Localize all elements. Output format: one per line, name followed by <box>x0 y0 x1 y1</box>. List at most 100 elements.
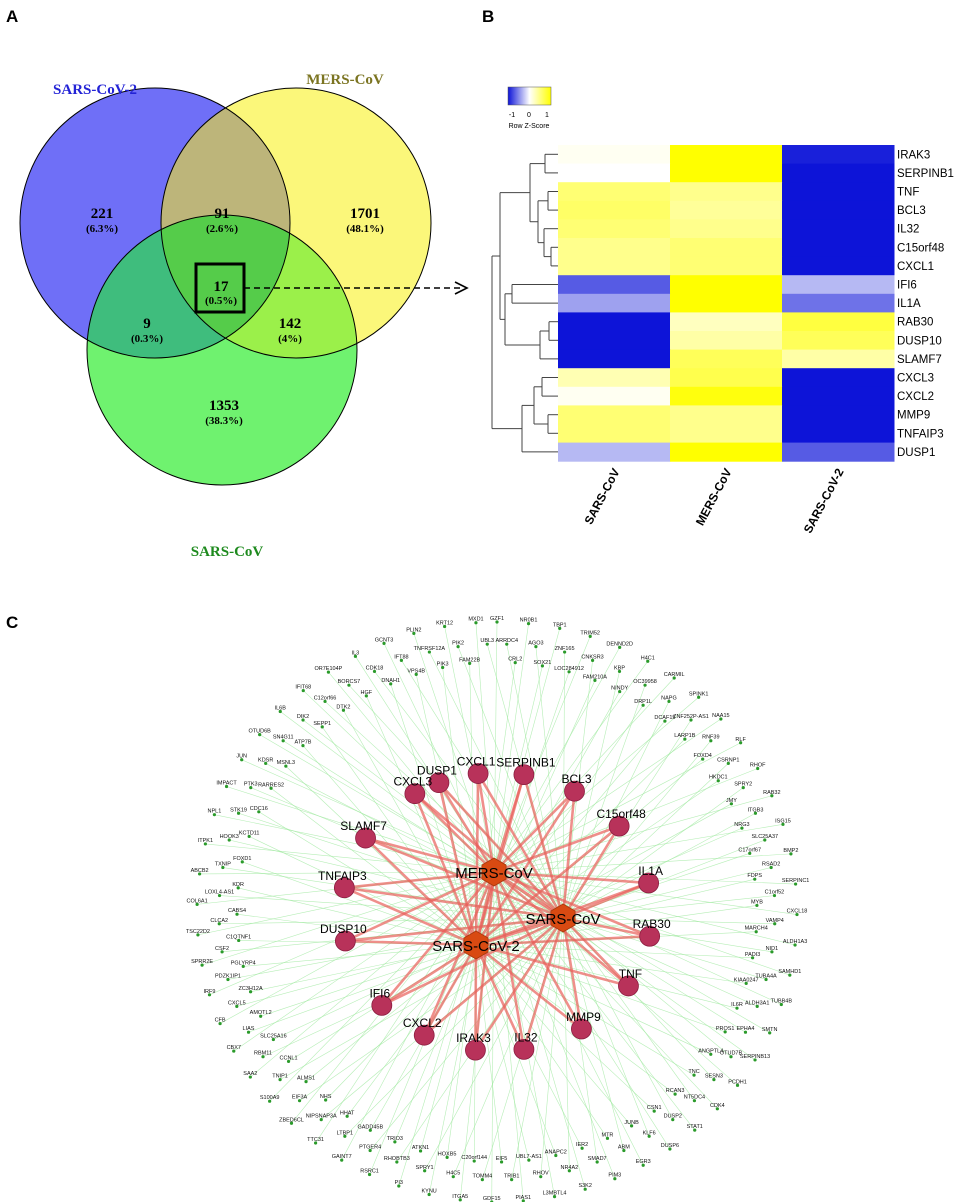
peripheral-edge <box>475 622 495 873</box>
peripheral-gene-node <box>207 993 212 997</box>
peripheral-gene-node <box>719 717 723 721</box>
zscore-title: Row Z-Score <box>509 123 550 130</box>
peripheral-gene-node <box>248 990 253 994</box>
peripheral-gene-node <box>788 973 792 977</box>
peripheral-gene-node <box>753 1058 757 1062</box>
peripheral-gene-node <box>248 1075 252 1079</box>
heatmap-cell <box>782 368 895 388</box>
peripheral-gene-label: CSRNP1 <box>717 757 739 763</box>
peripheral-gene-label: H4C1 <box>641 655 655 661</box>
core-edge <box>562 916 650 938</box>
peripheral-gene-node <box>232 1049 236 1053</box>
peripheral-gene-node <box>441 665 445 670</box>
peripheral-edge <box>241 759 495 873</box>
peripheral-gene-node <box>499 1160 504 1164</box>
heatmap-row-label: SLAMF7 <box>897 354 942 366</box>
peripheral-gene-node <box>672 676 676 680</box>
heatmap-cell <box>670 182 783 202</box>
peripheral-edge <box>420 944 477 1152</box>
heatmap-cell <box>782 293 895 313</box>
peripheral-gene-node <box>241 964 245 969</box>
peripheral-gene-label: SPRY2 <box>734 782 752 788</box>
peripheral-gene-label: TUBB4B <box>771 999 793 1005</box>
peripheral-gene-label: FDPS <box>747 873 762 879</box>
heatmap-cell <box>670 331 783 351</box>
peripheral-gene-node <box>235 1004 239 1008</box>
peripheral-gene-node <box>726 761 730 765</box>
core-edge <box>522 774 565 919</box>
peripheral-gene-node <box>495 620 499 624</box>
heatmap-row-label: DUSP1 <box>897 447 935 459</box>
peripheral-gene-node <box>534 645 538 649</box>
peripheral-gene-node <box>756 766 760 771</box>
peripheral-gene-label: ZBED6CL <box>279 1117 304 1123</box>
peripheral-gene-label: ISG15 <box>775 818 791 824</box>
peripheral-gene-label: C1orf52 <box>765 890 785 896</box>
peripheral-gene-node <box>527 1158 531 1162</box>
peripheral-gene-label: PGLYRP4 <box>231 960 256 966</box>
core-edge <box>423 917 564 1037</box>
peripheral-gene-label: TRIM52 <box>580 630 600 636</box>
peripheral-gene-label: NIPSNAP3A <box>306 1114 337 1120</box>
peripheral-gene-node <box>618 645 622 649</box>
peripheral-gene-node <box>755 1004 759 1008</box>
peripheral-gene-label: CNKSR3 <box>581 654 603 660</box>
heatmap-cells <box>558 145 895 462</box>
core-gene-label: RAB30 <box>633 917 671 931</box>
peripheral-edge <box>562 917 746 1033</box>
peripheral-gene-node <box>692 1099 697 1103</box>
peripheral-gene-node <box>259 1014 263 1018</box>
peripheral-gene-label: CLCA2 <box>210 918 228 924</box>
peripheral-gene-label: CXCL18 <box>787 909 808 915</box>
heatmap-cell <box>782 238 895 258</box>
peripheral-edge <box>457 646 564 919</box>
peripheral-gene-node <box>754 930 758 934</box>
peripheral-gene-node <box>513 661 517 665</box>
core-edge <box>437 781 496 873</box>
peripheral-gene-node <box>753 811 758 815</box>
heatmap-row-label: MMP9 <box>897 410 930 422</box>
peripheral-gene-label: ARRDC4 <box>495 638 518 644</box>
peripheral-gene-label: KDR <box>232 882 244 888</box>
core-edge <box>493 824 620 874</box>
peripheral-gene-node <box>521 1199 525 1202</box>
core-gene-node <box>513 764 535 786</box>
heatmap-cell <box>782 312 895 332</box>
peripheral-gene-label: RLF <box>735 737 746 743</box>
peripheral-gene-label: ABCB2 <box>191 868 209 874</box>
venn-pct-sars2-mers: (2.6%) <box>206 223 238 235</box>
peripheral-gene-node <box>709 739 713 743</box>
core-edge <box>365 836 495 874</box>
peripheral-edge <box>562 812 756 919</box>
peripheral-edge <box>328 671 495 873</box>
peripheral-gene-label: STAT1 <box>687 1124 703 1130</box>
peripheral-gene-label: CBX7 <box>227 1045 241 1051</box>
peripheral-gene-label: SESN3 <box>705 1074 723 1080</box>
venn-set-label-sars-cov-2: SARS-CoV-2 <box>53 82 137 98</box>
peripheral-edge <box>429 651 564 919</box>
peripheral-gene-label: GDF15 <box>483 1196 501 1202</box>
peripheral-gene-node <box>368 1128 372 1132</box>
peripheral-gene-node <box>347 683 351 687</box>
peripheral-gene-node <box>539 1175 543 1179</box>
heatmap-row-labels: IRAK3SERPINB1TNFBCL3IL32C15orf48CXCL1IFI… <box>897 149 954 459</box>
peripheral-edge <box>493 621 498 873</box>
peripheral-gene-label: SERPINC1 <box>782 878 810 884</box>
peripheral-gene-node <box>554 1153 558 1158</box>
peripheral-gene-label: LOC284912 <box>554 666 584 672</box>
peripheral-edge <box>243 944 477 967</box>
core-edges <box>343 772 651 1051</box>
peripheral-gene-label: LIAS <box>243 1026 255 1032</box>
peripheral-gene-label: OTUD7B <box>720 1051 743 1057</box>
peripheral-edge <box>475 944 530 1161</box>
peripheral-gene-node <box>382 641 386 645</box>
peripheral-gene-node <box>353 654 358 658</box>
peripheral-edge <box>413 633 495 873</box>
peripheral-gene-label: CDK4 <box>710 1103 725 1109</box>
peripheral-edge <box>475 705 644 946</box>
peripheral-gene-label: RARRES2 <box>258 782 284 788</box>
peripheral-gene-node <box>218 1021 222 1026</box>
peripheral-gene-node <box>605 1136 610 1140</box>
peripheral-edge <box>302 719 564 919</box>
peripheral-gene-node <box>692 1073 696 1077</box>
